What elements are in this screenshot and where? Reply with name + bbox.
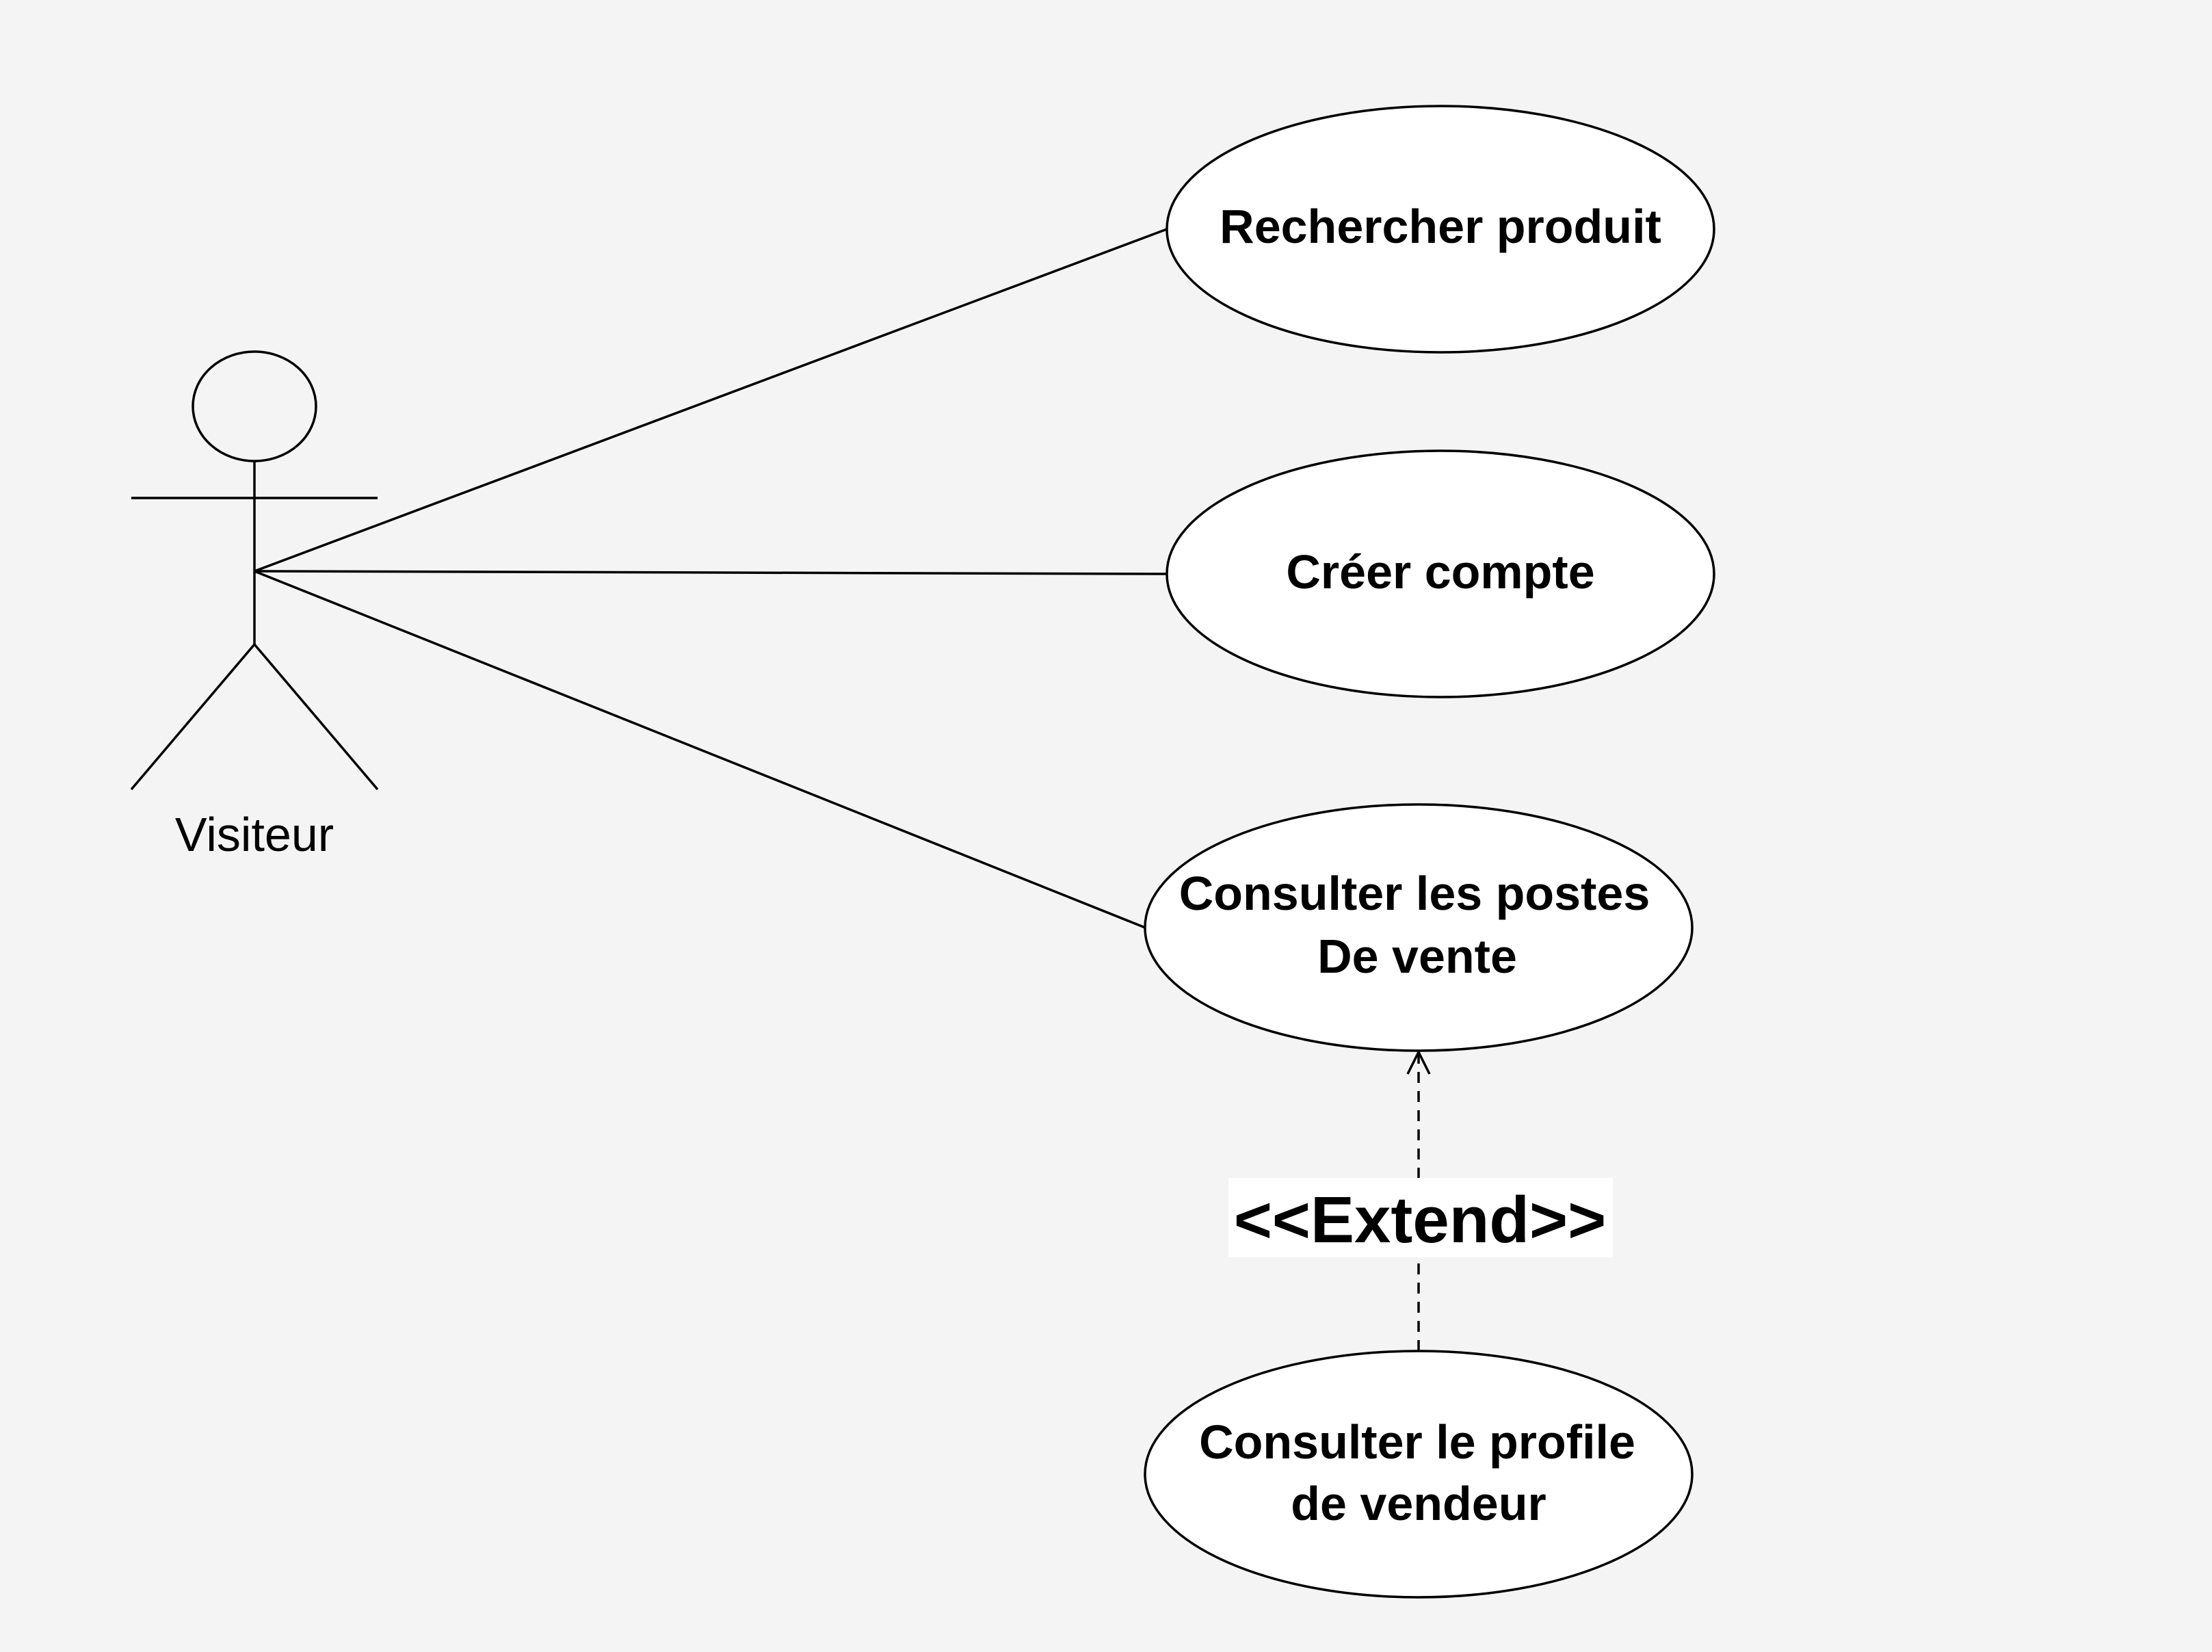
extend-label-background <box>1228 1178 1613 1257</box>
use-case-ellipse <box>1144 803 1694 1052</box>
use-case-rechercher-produit[interactable]: Rechercher produit <box>1166 105 1715 354</box>
use-case-ellipse <box>1144 1350 1694 1599</box>
use-case-label: Créer compte <box>1286 545 1594 599</box>
use-case-label: Rechercher produit <box>1220 200 1661 253</box>
association-consulter-postes <box>254 570 1146 929</box>
use-case-ellipse <box>1166 105 1715 354</box>
use-case-consulter-postes[interactable]: Consulter les postes De vente <box>1144 803 1694 1052</box>
actor-visiteur[interactable]: Visiteur <box>130 350 379 861</box>
actor-left-leg <box>130 643 256 791</box>
association-rechercher-produit <box>254 228 1168 573</box>
use-case-creer-compte[interactable]: Créer compte <box>1166 449 1715 698</box>
use-case-label-line-1: Consulter le profile <box>1199 1415 1635 1469</box>
extend-relation: <<Extend>> <box>1228 1049 1613 1351</box>
extend-arrowhead <box>1406 1049 1431 1075</box>
use-case-label-line-2: De vente <box>1317 930 1517 983</box>
extend-label: <<Extend>> <box>1234 1183 1606 1257</box>
association-creer-compte <box>254 570 1168 575</box>
actor-head <box>192 350 317 462</box>
use-case-consulter-profile[interactable]: Consulter le profile de vendeur <box>1144 1350 1694 1599</box>
use-case-ellipse <box>1166 449 1715 698</box>
actor-right-leg <box>253 643 379 791</box>
use-case-label-line-2: de vendeur <box>1291 1477 1546 1530</box>
use-case-label-line-1: Consulter les postes <box>1179 867 1650 920</box>
actor-label: Visiteur <box>175 808 334 861</box>
